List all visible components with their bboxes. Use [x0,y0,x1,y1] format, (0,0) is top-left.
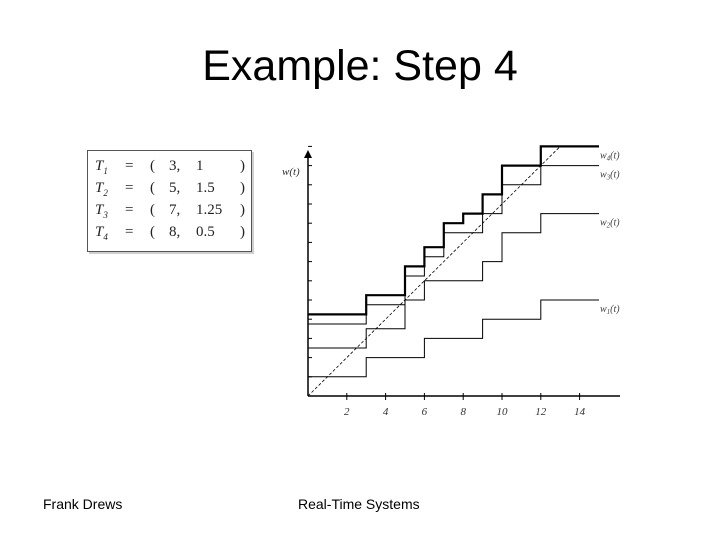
task-name: T2 [95,180,108,198]
task-exec-time: 1.5 [196,180,215,196]
x-tick-label: 8 [460,406,466,418]
equals-sign: = [125,158,134,174]
series-label-w4: w4(t) [600,150,620,162]
task-period: 8, [169,224,181,240]
task-exec-time: 0.5 [196,224,215,240]
footer-course: Real-Time Systems [298,496,420,512]
series-line-w4 [308,145,599,316]
x-tick-label: 14 [574,406,586,418]
series-label-w1: w1(t) [600,304,620,316]
y-axis-arrow-icon [304,150,312,158]
x-tick-label: 2 [344,406,350,418]
x-tick-label: 6 [422,406,428,418]
equals-sign: = [125,202,134,218]
open-paren: ( [150,202,155,218]
open-paren: ( [150,180,155,196]
close-paren: ) [240,158,245,174]
task-exec-time: 1 [196,158,204,174]
task-name: T1 [95,158,108,176]
workload-step-plot: 2468101214tw(t)w1(t)w2(t)w3(t)w4(t) [282,145,620,418]
equals-sign: = [125,224,134,240]
x-tick-label: 12 [535,406,547,418]
task-period: 5, [169,180,181,196]
reference-line [307,146,561,397]
close-paren: ) [240,202,245,218]
y-axis-label: w(t) [282,166,300,178]
series-label-w3: w3(t) [600,170,620,182]
task-parameters-table: T1 = ( 3, 1 ) T2 = ( 5, 1.5 ) T3 = ( 7, … [87,150,252,252]
task-period: 3, [169,158,181,174]
series-label-w2: w2(t) [600,218,620,230]
series-line-w2 [308,213,599,349]
slide-title: Example: Step 4 [202,42,518,90]
task-row: T2 = ( 5, 1.5 ) [88,180,253,202]
equals-sign: = [125,180,134,196]
task-exec-time: 1.25 [196,202,223,218]
task-row: T4 = ( 8, 0.5 ) [88,224,253,246]
task-row: T3 = ( 7, 1.25 ) [88,202,253,224]
task-name: T4 [95,224,108,242]
footer-author: Frank Drews [43,496,123,512]
open-paren: ( [150,224,155,240]
x-tick-label: 4 [383,406,389,418]
close-paren: ) [240,224,245,240]
x-tick-label: 10 [497,406,509,418]
open-paren: ( [150,158,155,174]
task-period: 7, [169,202,181,218]
close-paren: ) [240,180,245,196]
task-name: T3 [95,202,108,220]
task-row: T1 = ( 3, 1 ) [88,158,253,180]
series-line-w1 [308,299,599,378]
